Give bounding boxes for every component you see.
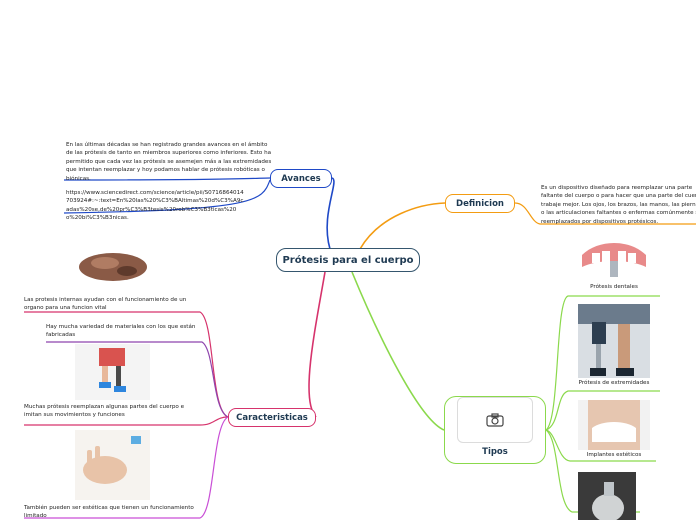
caracteristica-1: Las protesis internas ayudan con el func… [24, 297, 187, 312]
aesthetic-hand-image [75, 430, 150, 500]
branch-definicion[interactable]: Definicion [445, 194, 515, 213]
tipo-dental-label: Prótesis dentales [590, 284, 638, 290]
branch-tipos[interactable]: Tipos [444, 396, 546, 464]
camera-icon [457, 397, 533, 443]
branch-caracteristicas[interactable]: Caracteristicas [228, 408, 316, 427]
branch-caracteristicas-label: Caracteristicas [236, 412, 308, 423]
limb-prosthesis-image [578, 304, 650, 378]
definicion-text: Es un dispositivo diseñado para reemplaz… [541, 185, 696, 225]
internal-prosthesis-image [75, 243, 150, 291]
caracteristica-2: Hay mucha variedad de materiales con los… [46, 324, 196, 339]
link-definicion [359, 202, 446, 250]
central-topic-label: Prótesis para el cuerpo [282, 254, 414, 266]
aesthetic-implant-image [578, 400, 650, 450]
caracteristica-3: Muchas prótesis reemplazan algunas parte… [24, 404, 185, 419]
avances-text: En las últimas décadas se han registrado… [66, 142, 272, 182]
central-topic[interactable]: Prótesis para el cuerpo [276, 248, 420, 272]
branch-tipos-label: Tipos [482, 447, 508, 457]
branch-avances-label: Avances [281, 173, 321, 184]
branch-definicion-label: Definicion [456, 198, 504, 209]
link-tipos [351, 271, 445, 431]
link-avances [326, 177, 335, 250]
link-caracteristicas [308, 271, 326, 418]
tipo-extremidades-label: Prótesis de extremidades [578, 380, 650, 386]
dental-prosthesis-image [578, 233, 650, 283]
additional-prosthesis-image [578, 472, 636, 520]
branch-avances[interactable]: Avances [270, 169, 332, 188]
tipo-esteticos-label: Implantes estéticos [586, 452, 642, 458]
avances-link[interactable]: https://www.sciencedirect.com/science/ar… [66, 190, 244, 222]
caracteristica-4: También pueden ser estéticas que tienen … [24, 505, 194, 520]
prosthetic-legs-image [75, 344, 150, 400]
